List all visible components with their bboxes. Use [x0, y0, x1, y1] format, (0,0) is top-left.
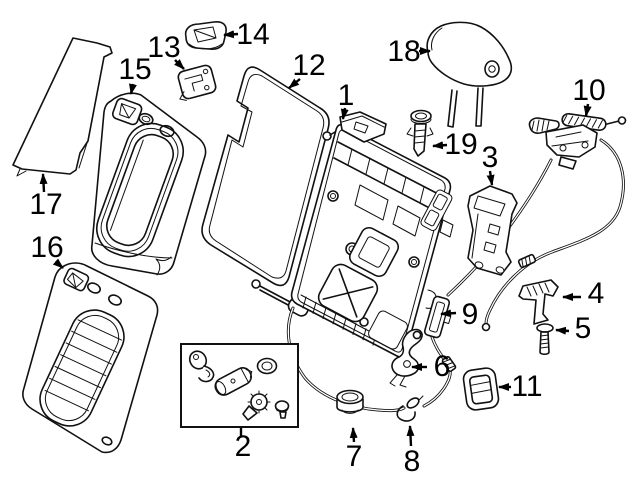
callout-7: 7 — [346, 427, 363, 473]
callout-19-arrow — [432, 141, 448, 150]
part-14-cap — [184, 21, 227, 50]
callout-1: 1 — [338, 79, 355, 120]
part-18-headrest — [426, 21, 513, 128]
callout-13: 13 — [147, 31, 185, 70]
callout-3-arrow — [486, 170, 495, 186]
callout-2-label: 2 — [235, 430, 252, 463]
callout-11-label: 11 — [511, 370, 542, 403]
callout-8-label: 8 — [404, 445, 421, 478]
callout-15-arrow — [129, 83, 137, 95]
callout-9-label: 9 — [462, 298, 479, 331]
callout-14: 14 — [223, 18, 270, 51]
part-1-seat-frame — [251, 111, 454, 359]
part-4-corner-bracket — [518, 279, 559, 325]
part-15-upper-cushion — [90, 92, 207, 276]
callout-5-label: 5 — [575, 312, 592, 345]
callout-18-label: 18 — [387, 35, 420, 68]
callout-10-label: 10 — [572, 74, 605, 107]
part-9-cable-slide — [423, 295, 452, 339]
callout-2: 2 — [235, 428, 252, 463]
callout-12-label: 12 — [292, 49, 325, 82]
callout-15: 15 — [118, 53, 152, 95]
callout-6-label: 6 — [434, 350, 451, 383]
part-13-bracket — [177, 64, 217, 101]
callout-3: 3 — [482, 141, 499, 186]
callout-13-arrow — [174, 59, 185, 70]
callout-1-arrow — [340, 107, 349, 120]
callout-12: 12 — [288, 49, 326, 89]
part-19-headrest-sleeve — [406, 109, 434, 157]
callout-16: 16 — [30, 231, 64, 269]
callout-9-arrow — [440, 309, 457, 318]
callout-19-label: 19 — [444, 128, 477, 161]
callout-12-arrow — [288, 78, 301, 89]
callout-1-label: 1 — [338, 79, 355, 112]
part-3-striker-housing — [467, 185, 518, 276]
part-17-side-trim — [12, 37, 113, 177]
callout-18: 18 — [387, 35, 431, 68]
callout-17-arrow — [39, 173, 48, 193]
part-16-lower-cushion — [22, 262, 159, 454]
callout-14-label: 14 — [236, 18, 269, 51]
part-12-back-panel — [201, 66, 330, 287]
callout-7-arrow — [349, 427, 358, 443]
callout-19: 19 — [432, 128, 478, 161]
callout-10-arrow — [583, 103, 592, 117]
part-7-grommet — [336, 389, 364, 414]
callout-15-label: 15 — [118, 53, 151, 86]
callout-8-arrow — [406, 425, 415, 447]
callout-10: 10 — [572, 74, 606, 117]
callout-5-arrow — [555, 326, 570, 335]
callout-9: 9 — [440, 298, 479, 331]
callout-8: 8 — [404, 425, 421, 478]
part-8-cable-hook — [396, 395, 424, 422]
callout-4-label: 4 — [588, 277, 605, 310]
callout-11: 11 — [498, 370, 543, 403]
part-10-lock-actuator — [528, 112, 627, 170]
callout-17: 17 — [29, 173, 63, 221]
part-2-hardware-box — [180, 343, 299, 428]
callout-16-arrow — [52, 258, 64, 269]
part-11-guide-bezel — [462, 367, 500, 411]
callout-14-arrow — [223, 30, 239, 39]
callout-13-label: 13 — [147, 31, 180, 64]
callout-5: 5 — [555, 312, 592, 345]
callout-6: 6 — [411, 350, 451, 383]
callouts: 1 2 3 4 5 6 7 8 9 10 11 12 13 14 15 16 1… — [29, 18, 605, 478]
callout-16-label: 16 — [30, 231, 63, 264]
part-5-bolt — [536, 323, 554, 356]
callout-3-label: 3 — [482, 141, 499, 174]
callout-4: 4 — [562, 277, 605, 310]
callout-7-label: 7 — [346, 440, 363, 473]
callout-17-label: 17 — [29, 188, 62, 221]
